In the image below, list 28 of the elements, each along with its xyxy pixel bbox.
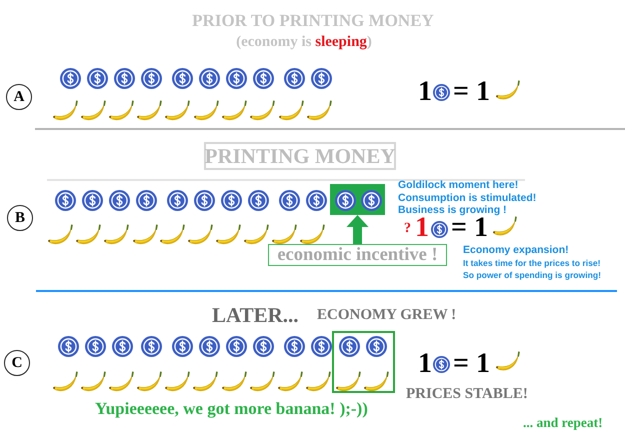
callout-box: economic incentive ! <box>268 244 447 266</box>
equation-number: 1 <box>418 350 432 378</box>
note-text: Consumption is stimulated! <box>398 193 536 204</box>
equation-text: = 1 <box>451 214 488 242</box>
section-heading: LATER... <box>212 305 299 326</box>
equation-number: 1 <box>415 214 429 242</box>
section-heading: ECONOMY GREW ! <box>317 308 456 323</box>
question-mark: ? <box>404 222 411 236</box>
caption-text: Yupieeeeee, we got more banana! );-)) <box>95 400 368 417</box>
note-text: Goldilock moment here! <box>398 180 518 190</box>
caption-text: ... and repeat! <box>523 416 603 430</box>
section-marker: A <box>6 84 32 110</box>
section-marker: B <box>7 205 33 231</box>
arrow <box>346 215 368 244</box>
section-marker: C <box>4 350 30 376</box>
highlight-frame <box>332 331 395 393</box>
heading-box: PRINTING MONEY <box>204 142 396 170</box>
note-text: Economy expansion! <box>463 245 569 256</box>
note-text: So power of spending is growing! <box>463 271 601 280</box>
highlight-panel <box>330 184 385 215</box>
equation-text: = 1 <box>453 78 490 106</box>
note-text: Business is growing ! <box>398 205 507 216</box>
title: PRIOR TO PRINTING MONEY <box>192 12 434 29</box>
equation-number: 1 <box>418 78 432 106</box>
subtitle: (economy is sleeping) <box>236 35 372 50</box>
note-text: It takes time for the prices to rise! <box>463 259 601 268</box>
equation-text: = 1 <box>453 350 490 378</box>
status-text: PRICES STABLE! <box>406 387 528 402</box>
